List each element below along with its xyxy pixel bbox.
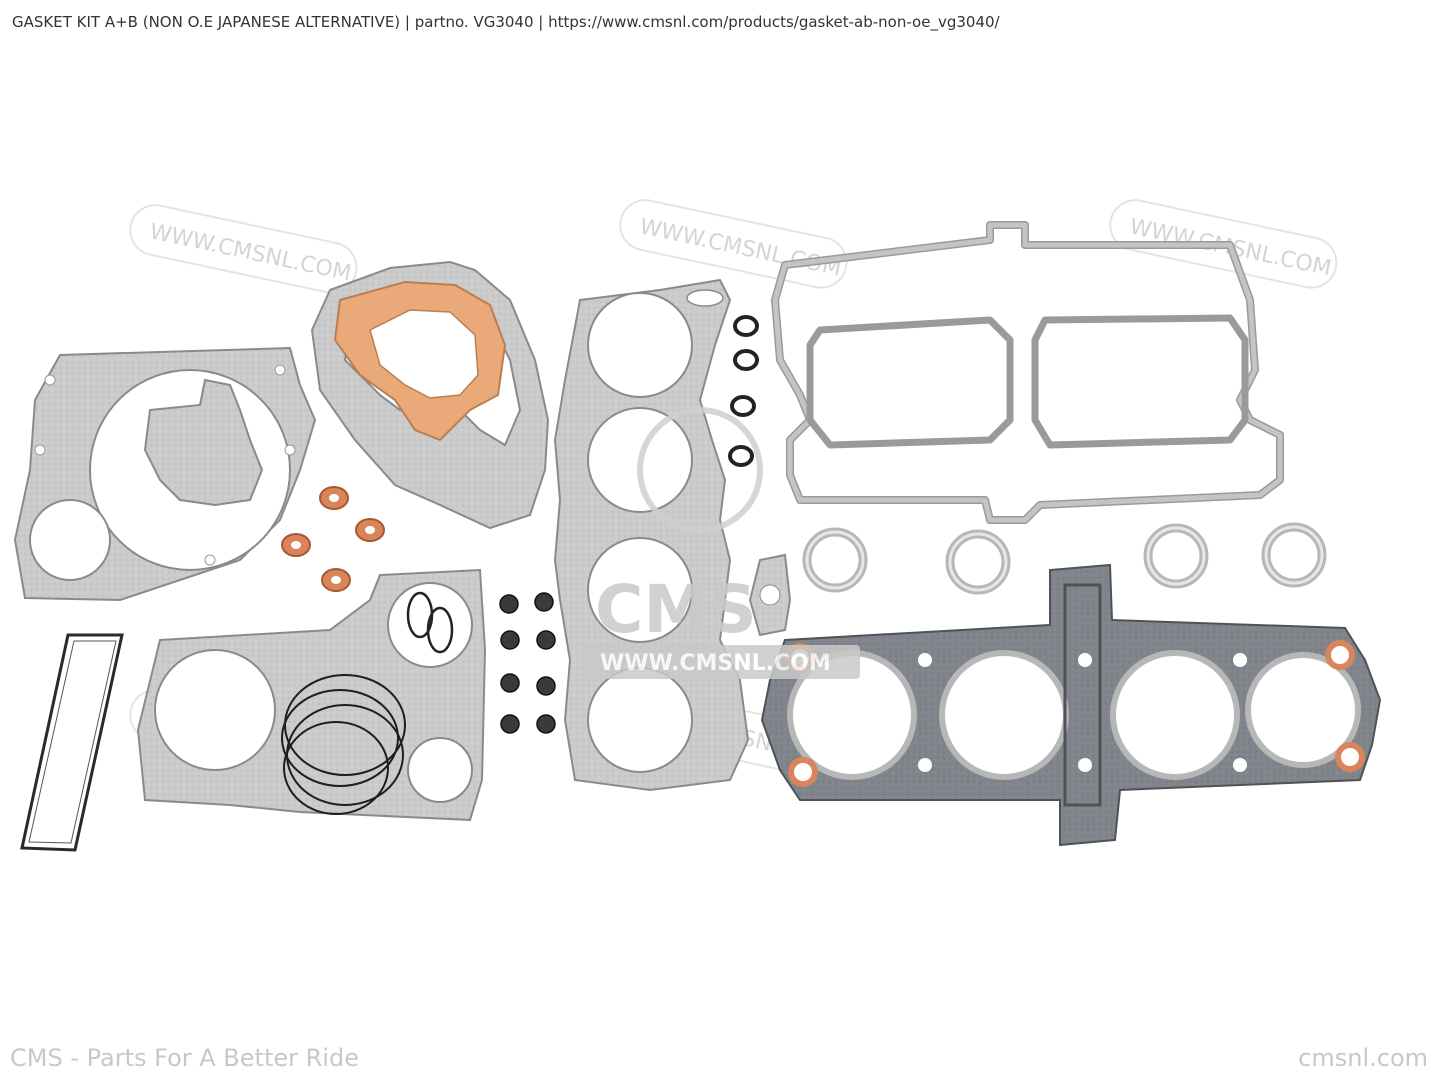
copper-washers [281,486,385,592]
cylinder-base-gasket [553,278,750,792]
exhaust-gasket-rings [802,522,1327,595]
generator-cover-gasket [310,260,550,530]
crankcase-cover-gasket [13,346,317,602]
valve-stem-seals [499,592,556,734]
oil-pan-gasket [136,568,487,822]
black-o-rings [728,315,759,467]
rubber-seal-ring [20,633,124,852]
cylinder-head-gasket [760,563,1382,847]
valve-cover-gasket [771,221,1284,524]
footer-site: cmsnl.com [1298,1044,1428,1072]
watermark-logo-url: WWW.CMSNL.COM [600,651,831,676]
watermark-logo-text: CMS [595,571,757,648]
page-title: GASKET KIT A+B (NON O.E JAPANESE ALTERNA… [12,13,1000,31]
tensioner-gasket [748,553,792,637]
footer-tagline: CMS - Parts For A Better Ride [10,1044,359,1072]
cms-logo-watermark: CMS WWW.CMSNL.COM [580,407,860,679]
